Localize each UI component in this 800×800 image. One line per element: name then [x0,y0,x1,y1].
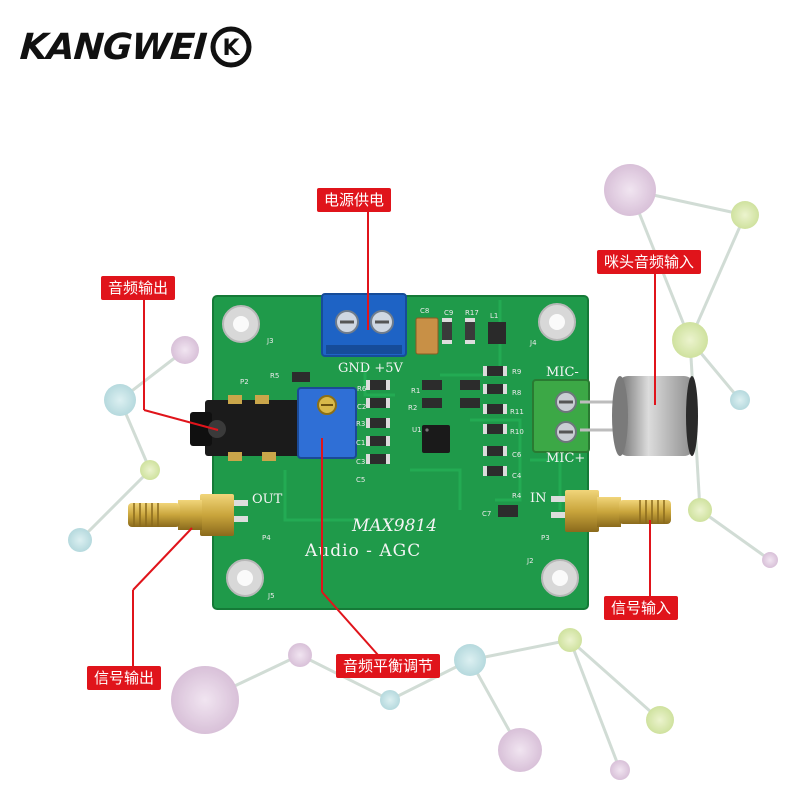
designator: J3 [266,337,274,345]
out-silk-label: OUT [252,492,283,507]
designator: R11 [510,408,524,416]
mic-terminal [532,379,590,453]
designator: U1 [412,426,422,434]
mic-minus-label: MIC- [546,365,579,380]
power-terminal [321,293,407,357]
designator: R8 [512,389,521,397]
sma-in-connector [551,490,671,532]
designator: C3 [356,458,365,466]
designator: C6 [512,451,522,459]
designator: J5 [267,592,275,600]
mic-plus-label: MIC+ [546,451,585,466]
designator: C4 [512,472,522,480]
designator: R4 [512,492,522,500]
smd-components [292,317,518,517]
designator: R10 [510,428,524,436]
designator: C5 [356,476,365,484]
designator: C2 [357,403,366,411]
callout-mic-input: 咪头音频输入 [597,250,702,274]
power-silk-label: GND +5V [338,361,403,376]
callout-signal-input: 信号输入 [604,596,679,620]
chip-silk-label: MAX9814 [351,516,437,536]
brand-logo: KANGWEI K [19,22,254,72]
designator: R5 [270,372,279,380]
callout-signal-output: 信号输出 [87,666,162,690]
designator: J4 [529,339,537,347]
callout-audio-output: 音频输出 [101,276,176,300]
potentiometer [297,387,357,459]
designator: R9 [512,368,521,376]
designator: L1 [490,312,498,320]
designator: R6 [357,385,367,393]
designator: C1 [356,439,365,447]
callout-leaders [132,210,656,672]
designator: P2 [240,378,249,386]
pcb-board: GND +5V OUT IN MIC- MIC+ MAX9814 Audio -… [128,293,698,610]
designator: P4 [262,534,271,542]
mounting-hole [538,303,576,341]
mounting-hole [226,559,264,597]
designator: R3 [356,420,365,428]
function-silk-label: Audio - AGC [304,541,421,561]
designator: R1 [411,387,420,395]
max9814-chip [422,425,450,453]
designator: C8 [420,307,429,315]
mounting-hole [222,305,260,343]
callout-balance-adjust: 音频平衡调节 [336,654,441,678]
callout-power: 电源供电 [317,188,392,212]
mounting-hole [541,559,579,597]
molecule-background [68,164,778,780]
in-silk-label: IN [530,491,547,506]
audio-jack [190,395,300,461]
electret-microphone [580,376,698,456]
designator: C7 [482,510,491,518]
designator: C9 [444,309,453,317]
brand-mark-icon: K [210,26,252,68]
designator: R17 [465,309,479,317]
designator: J2 [526,557,534,565]
designator: R2 [408,404,417,412]
svg-text:K: K [223,36,241,61]
sma-out-connector [128,494,248,536]
designator: P3 [541,534,550,542]
designator-labels: J3 J4 J5 J2 P2 P4 P3 R5 C9 R17 L1 C8 R1 … [240,307,550,600]
